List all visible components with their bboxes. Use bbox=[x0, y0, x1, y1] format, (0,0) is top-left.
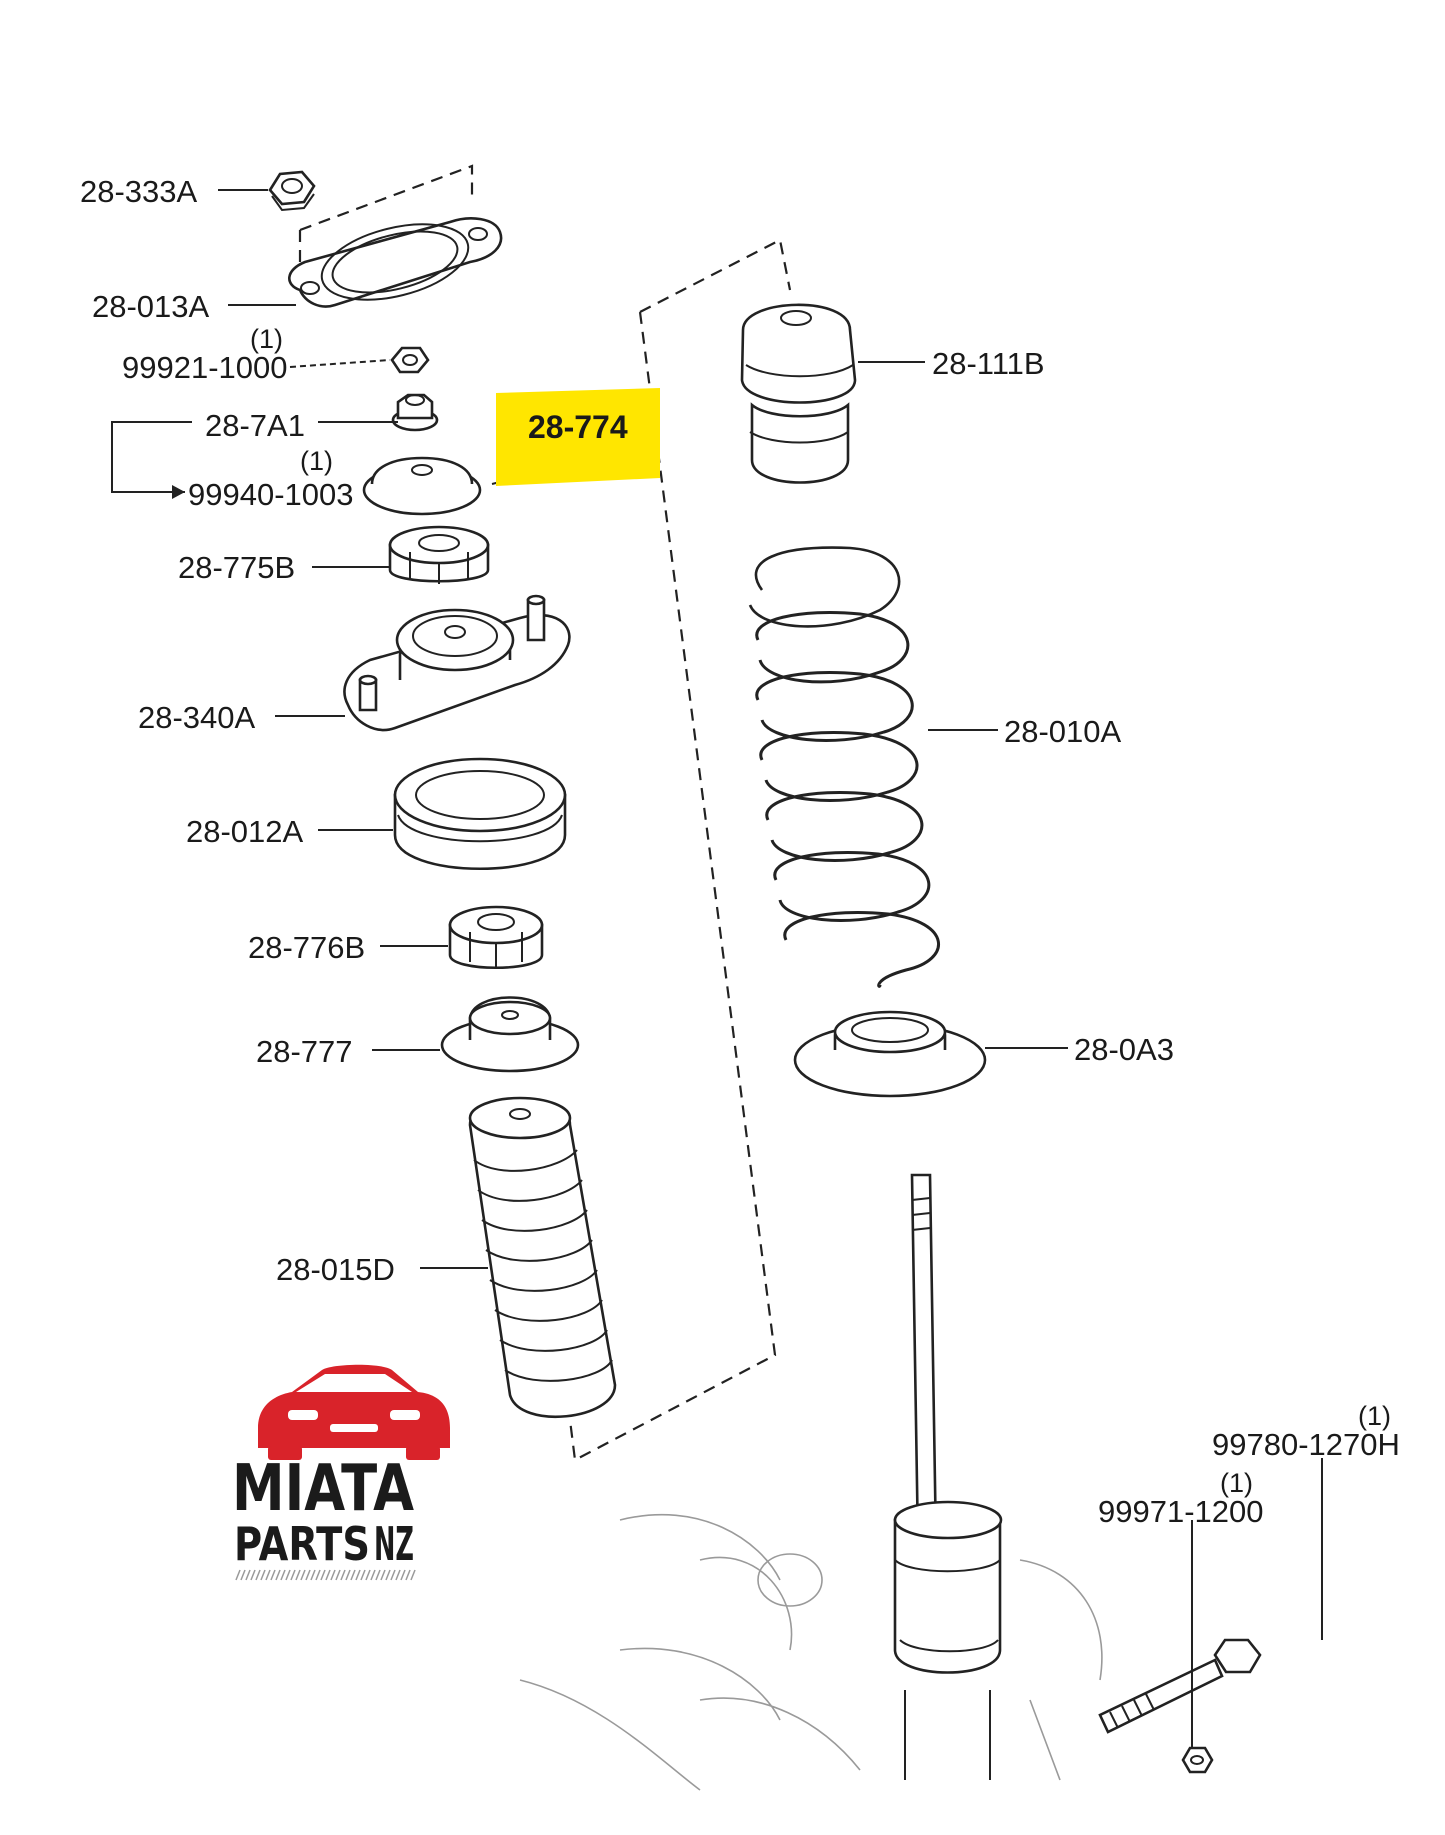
nut-28-333A bbox=[268, 170, 316, 212]
label-28-015D: 28-015D bbox=[276, 1252, 395, 1287]
logo-stripe bbox=[410, 1569, 416, 1581]
logo-line-nz: NZ bbox=[374, 1517, 414, 1571]
logo-line-parts: PARTS bbox=[234, 1517, 370, 1571]
logo-stripe bbox=[370, 1569, 376, 1581]
logo-line-miata: MIATA bbox=[232, 1452, 414, 1526]
logo-stripe bbox=[400, 1569, 406, 1581]
logo-stripe bbox=[320, 1569, 326, 1581]
label-28-111B: 28-111B bbox=[932, 346, 1045, 381]
logo-stripe bbox=[305, 1569, 311, 1581]
label-28-010A: 28-010A bbox=[1004, 714, 1122, 749]
logo-stripe bbox=[350, 1569, 356, 1581]
qty-99940-1003: (1) bbox=[300, 446, 333, 476]
logo-stripe bbox=[315, 1569, 321, 1581]
bolt-99780-1270H bbox=[1098, 1638, 1262, 1734]
label-99780-1270H: 99780-1270H bbox=[1212, 1427, 1400, 1462]
label-28-777: 28-777 bbox=[256, 1034, 353, 1069]
knuckle-outline bbox=[519, 1513, 1103, 1791]
logo-stripe bbox=[375, 1569, 381, 1581]
bearing-28-012A bbox=[393, 757, 567, 870]
nut-99971-1200 bbox=[1181, 1746, 1214, 1774]
car-icon bbox=[258, 1364, 450, 1460]
logo-stripe bbox=[345, 1569, 351, 1581]
boot-28-015D bbox=[468, 1096, 617, 1418]
nut-28-7A1 bbox=[391, 393, 439, 432]
washer-28-774 bbox=[362, 456, 482, 516]
label-28-013A: 28-013A bbox=[92, 289, 210, 324]
logo-stripe bbox=[285, 1569, 291, 1581]
qty-99780-1270H: (1) bbox=[1358, 1401, 1391, 1431]
bumpstop-28-111B bbox=[740, 303, 857, 484]
logo-stripe bbox=[340, 1569, 346, 1581]
miata-parts-nz-logo: MIATA PARTS NZ bbox=[232, 1364, 450, 1581]
plate-28-013A bbox=[288, 217, 503, 308]
mount-28-340A bbox=[343, 594, 571, 732]
label-28-333A: 28-333A bbox=[80, 174, 198, 209]
qty-99971-1200: (1) bbox=[1220, 1468, 1253, 1498]
label-28-7A1: 28-7A1 bbox=[205, 408, 305, 443]
logo-stripe bbox=[265, 1569, 271, 1581]
bushing-28-775B bbox=[388, 525, 490, 584]
nut-99921-1000 bbox=[390, 346, 430, 374]
logo-stripe bbox=[245, 1569, 251, 1581]
logo-stripe bbox=[325, 1569, 331, 1581]
logo-stripe bbox=[270, 1569, 276, 1581]
logo-stripe bbox=[395, 1569, 401, 1581]
label-28-340A: 28-340A bbox=[138, 700, 256, 735]
label-28-774: 28-774 bbox=[528, 409, 628, 445]
logo-stripe bbox=[240, 1569, 246, 1581]
label-28-012A: 28-012A bbox=[186, 814, 304, 849]
part-labels: 28-333A 28-013A (1) 99921-1000 28-7A1 (1… bbox=[80, 174, 1400, 1529]
logo-stripe bbox=[250, 1569, 256, 1581]
logo-stripe bbox=[390, 1569, 396, 1581]
logo-stripes bbox=[235, 1569, 416, 1581]
logo-stripe bbox=[330, 1569, 336, 1581]
logo-stripe bbox=[335, 1569, 341, 1581]
label-99971-1200: 99971-1200 bbox=[1098, 1494, 1264, 1529]
label-28-775B: 28-775B bbox=[178, 550, 295, 585]
label-99940-1003: 99940-1003 bbox=[188, 477, 354, 512]
logo-stripe bbox=[360, 1569, 366, 1581]
logo-stripe bbox=[380, 1569, 386, 1581]
logo-stripe bbox=[405, 1569, 411, 1581]
bushing-28-776B bbox=[448, 905, 544, 970]
logo-stripe bbox=[365, 1569, 371, 1581]
cup-28-777 bbox=[440, 996, 580, 1073]
highlight-box bbox=[496, 388, 660, 486]
logo-stripe bbox=[300, 1569, 306, 1581]
logo-stripe bbox=[295, 1569, 301, 1581]
logo-stripe bbox=[310, 1569, 316, 1581]
logo-stripe bbox=[355, 1569, 361, 1581]
logo-stripe bbox=[280, 1569, 286, 1581]
seat-28-0A3 bbox=[793, 1010, 987, 1098]
dashed-group-right bbox=[568, 238, 792, 1462]
logo-stripe bbox=[290, 1569, 296, 1581]
logo-stripe bbox=[255, 1569, 261, 1581]
shock-absorber bbox=[893, 1173, 1003, 1780]
label-28-0A3: 28-0A3 bbox=[1074, 1032, 1174, 1067]
label-28-776B: 28-776B bbox=[248, 930, 365, 965]
logo-stripe bbox=[275, 1569, 281, 1581]
logo-stripe bbox=[235, 1569, 241, 1581]
spring-28-010A bbox=[748, 546, 941, 988]
logo-stripe bbox=[260, 1569, 266, 1581]
logo-stripe bbox=[385, 1569, 391, 1581]
label-99921-1000: 99921-1000 bbox=[122, 350, 288, 385]
qty-99921-1000: (1) bbox=[250, 324, 283, 354]
